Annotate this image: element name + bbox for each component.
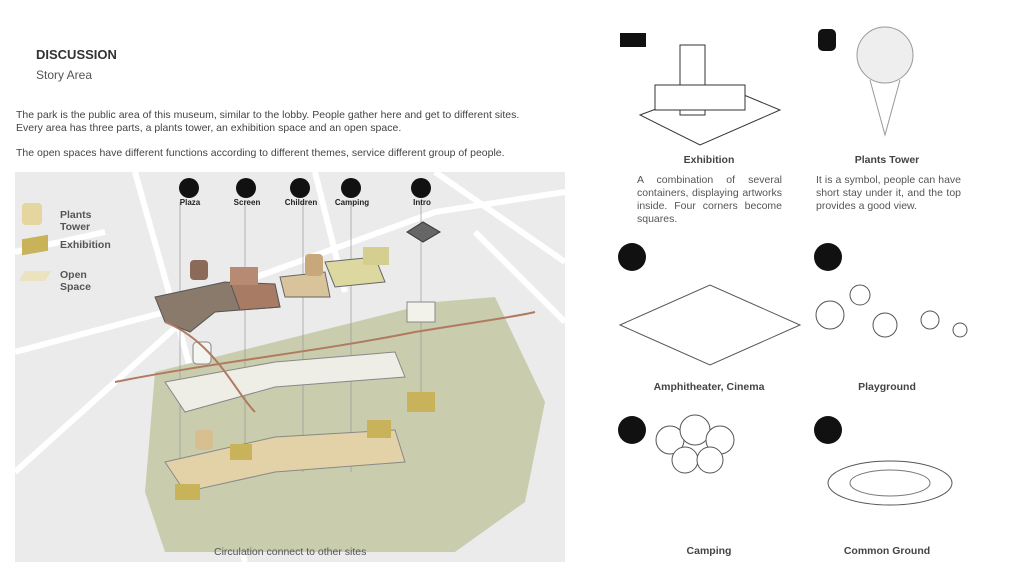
grid-icon xyxy=(179,178,199,198)
panel-title-amphitheater: Amphitheater, Cinema xyxy=(653,381,765,393)
screen-icon xyxy=(236,178,256,198)
page-subtitle: Story Area xyxy=(36,68,93,82)
site-axonometric-map xyxy=(15,172,565,562)
map-caption: Circulation connect to other sites xyxy=(214,546,367,558)
panel-title-common-ground: Common Ground xyxy=(843,545,931,557)
panel-title-plants-tower: Plants Tower xyxy=(854,154,920,166)
tag-intro: Intro xyxy=(397,178,447,207)
panel-title-camping: Camping xyxy=(686,545,732,557)
tag-screen: Screen xyxy=(222,178,272,207)
panel-desc-plants-tower: It is a symbol, people can have short st… xyxy=(816,174,961,212)
screen-icon xyxy=(618,243,646,271)
legend: Plants Tower Exhibition Open Space xyxy=(19,203,111,305)
function-illustrations xyxy=(618,26,968,506)
box-icon xyxy=(620,33,646,47)
children-icon xyxy=(814,243,842,271)
grid-icon xyxy=(814,416,842,444)
cylinder-icon xyxy=(22,203,42,225)
panel-title-exhibition: Exhibition xyxy=(683,154,735,166)
page-title: DISCUSSION xyxy=(36,47,117,62)
circulation-arrows xyxy=(114,311,536,413)
cylinder-icon xyxy=(818,29,836,51)
intro-line-3: The open spaces have different functions… xyxy=(16,147,505,159)
tag-camping: Camping xyxy=(327,178,377,207)
balloon-icon xyxy=(618,416,646,444)
intro-line-2: Every area has three parts, a plants tow… xyxy=(16,122,402,134)
tag-children: Children xyxy=(276,178,326,207)
tag-plaza: Plaza xyxy=(165,178,215,207)
plane-icon xyxy=(19,271,51,281)
panel-title-playground: Playground xyxy=(858,381,916,393)
intro-line-1: The park is the public area of this muse… xyxy=(16,109,520,121)
children-icon xyxy=(290,178,310,198)
box-icon xyxy=(22,234,48,256)
balloon-icon xyxy=(341,178,361,198)
intro-icon xyxy=(411,178,431,198)
panel-desc-exhibition: A combination of several containers, dis… xyxy=(637,174,782,225)
